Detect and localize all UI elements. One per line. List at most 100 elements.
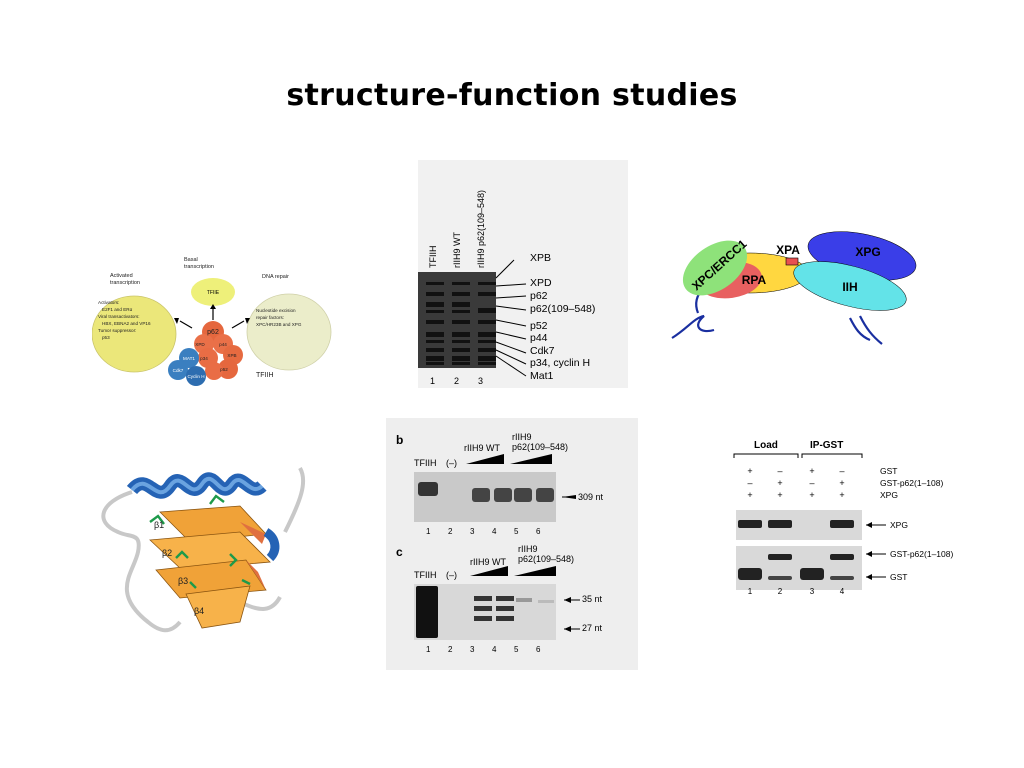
gel-band [452, 332, 470, 337]
pulldown-mark: – [809, 478, 814, 488]
gel-band [452, 362, 470, 365]
gel-band [474, 606, 492, 611]
gel-band [452, 356, 470, 361]
pulldown-lane-number: 4 [840, 587, 845, 596]
pulldown-row-label: GST [880, 466, 897, 476]
gel-band [452, 310, 470, 313]
core-subunit-label: p62 [207, 329, 219, 336]
c-product-27: 27 nt [582, 623, 603, 633]
gel-band [474, 616, 492, 621]
left-bubble-line: Viral transactivators: [98, 314, 140, 319]
gel-band [472, 488, 490, 502]
pulldown-lane-number: 3 [810, 587, 815, 596]
gel-band [496, 596, 514, 601]
c-wt: rIIH9 WT [470, 557, 506, 567]
gel-lane-number: 3 [470, 645, 475, 654]
gel-band [452, 292, 470, 296]
gel-band [426, 282, 444, 285]
gel-band [426, 320, 444, 324]
gel-lane-number: 5 [514, 527, 519, 536]
basal-l2: transcription [184, 264, 214, 270]
gel-band [478, 348, 496, 352]
left-bubble-line: HBX, EBNA2 and VP16 [102, 321, 151, 326]
gel-lane-number: 2 [448, 527, 453, 536]
right-bubble-line: repair factors: [256, 315, 284, 320]
gel-lane-number: 4 [492, 645, 497, 654]
left-bubble-line: E2F1 and ERα [102, 307, 133, 312]
gel-band [474, 596, 492, 601]
gel-band [452, 320, 470, 324]
b-product: 309 nt [578, 492, 604, 502]
gel-band-label: p62(109–548) [530, 303, 595, 315]
gel-band-label: p34, cyclin H [530, 357, 590, 369]
pulldown-row-label: XPG [880, 490, 898, 500]
gel-band [418, 482, 438, 496]
gel-band [478, 282, 496, 285]
pulldown-band [830, 576, 854, 580]
gel-band [478, 292, 496, 296]
c-tfiih: TFIIH [414, 570, 437, 580]
right-bubble-line: Nucleotide excision [256, 308, 296, 313]
gel-lane-number: 3 [478, 376, 483, 386]
slide-title: structure-function studies [286, 78, 738, 113]
pulldown-mark: + [777, 478, 782, 488]
rpa-label: RPA [742, 273, 767, 287]
gel-lane-number: 1 [430, 376, 435, 386]
pulldown-mark: – [747, 478, 752, 488]
pulldown-mark: – [839, 466, 844, 476]
gel-lane-number: 2 [448, 645, 453, 654]
pulldown-lane-number: 2 [778, 587, 783, 596]
pulldown-band-label: XPG [890, 520, 908, 530]
gel-lane-label: rIIH9 WT [452, 232, 462, 268]
tfiih-complex-label: TFIIH [256, 372, 274, 379]
core-subunit-label: XPD [195, 342, 205, 347]
ip-header: IP-GST [810, 440, 843, 451]
pulldown-band [738, 520, 762, 528]
gel-band [478, 362, 496, 365]
gel-band-label: p62 [530, 290, 548, 302]
cak-subunit-label: Cyclin H [187, 374, 204, 379]
gel-band [478, 356, 496, 361]
basal-l1: Basal [184, 257, 198, 263]
left-bubble-line: p53 [102, 335, 110, 340]
pulldown-mark: – [777, 466, 782, 476]
gel-band [426, 356, 444, 361]
strand-label: β1 [154, 520, 164, 530]
gel-band [416, 586, 438, 638]
gel-band [452, 348, 470, 352]
b-minus: (–) [446, 458, 457, 468]
pulldown-mark: + [839, 490, 844, 500]
gel-band [478, 310, 496, 313]
strand-label: β4 [194, 606, 204, 616]
c-minus: (–) [446, 570, 457, 580]
gel-band-label: XPD [530, 277, 552, 289]
pulldown-mark: + [839, 478, 844, 488]
c-product-35: 35 nt [582, 594, 603, 604]
gel-band-label: p52 [530, 320, 548, 332]
gel-band [478, 320, 496, 324]
gel-band [538, 600, 554, 603]
pulldown-mark: + [747, 466, 752, 476]
pulldown-band-label: GST-p62(1–108) [890, 549, 953, 559]
load-header: Load [754, 440, 778, 451]
gel-band [516, 598, 532, 602]
right-bubble-line: XPC/HR23B and XPG [256, 322, 302, 327]
gel-band [478, 340, 496, 343]
gel-band [426, 302, 444, 307]
cak-subunit-label: MAT1 [183, 356, 195, 361]
gel-band [426, 348, 444, 352]
pulldown-band [768, 576, 792, 580]
pulldown-lane-number: 1 [748, 587, 753, 596]
gel-lane-number: 3 [470, 527, 475, 536]
gel-lane-number: 5 [514, 645, 519, 654]
gel-band-label: Mat1 [530, 370, 554, 382]
gel-band [496, 606, 514, 611]
cak-subunit-label: Cdk7 [173, 368, 184, 373]
panel-b-letter: b [396, 433, 403, 447]
